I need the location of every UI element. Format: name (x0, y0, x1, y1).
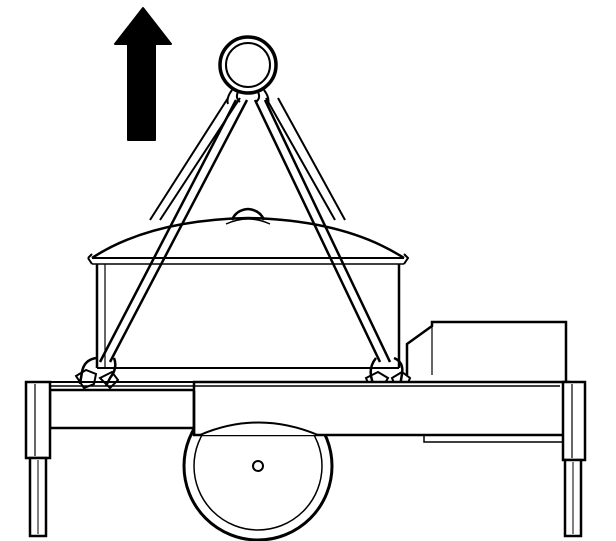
lifting-sling-left (74, 97, 249, 390)
trailer-frame (40, 380, 571, 443)
support-leg-left (24, 380, 52, 538)
support-leg-right (561, 380, 587, 538)
lifting-sling-right (253, 97, 412, 389)
tank-with-domed-lid (87, 207, 410, 369)
lift-direction-arrow-icon (114, 7, 172, 141)
control-box (405, 320, 568, 382)
lifting-ring (218, 35, 278, 105)
